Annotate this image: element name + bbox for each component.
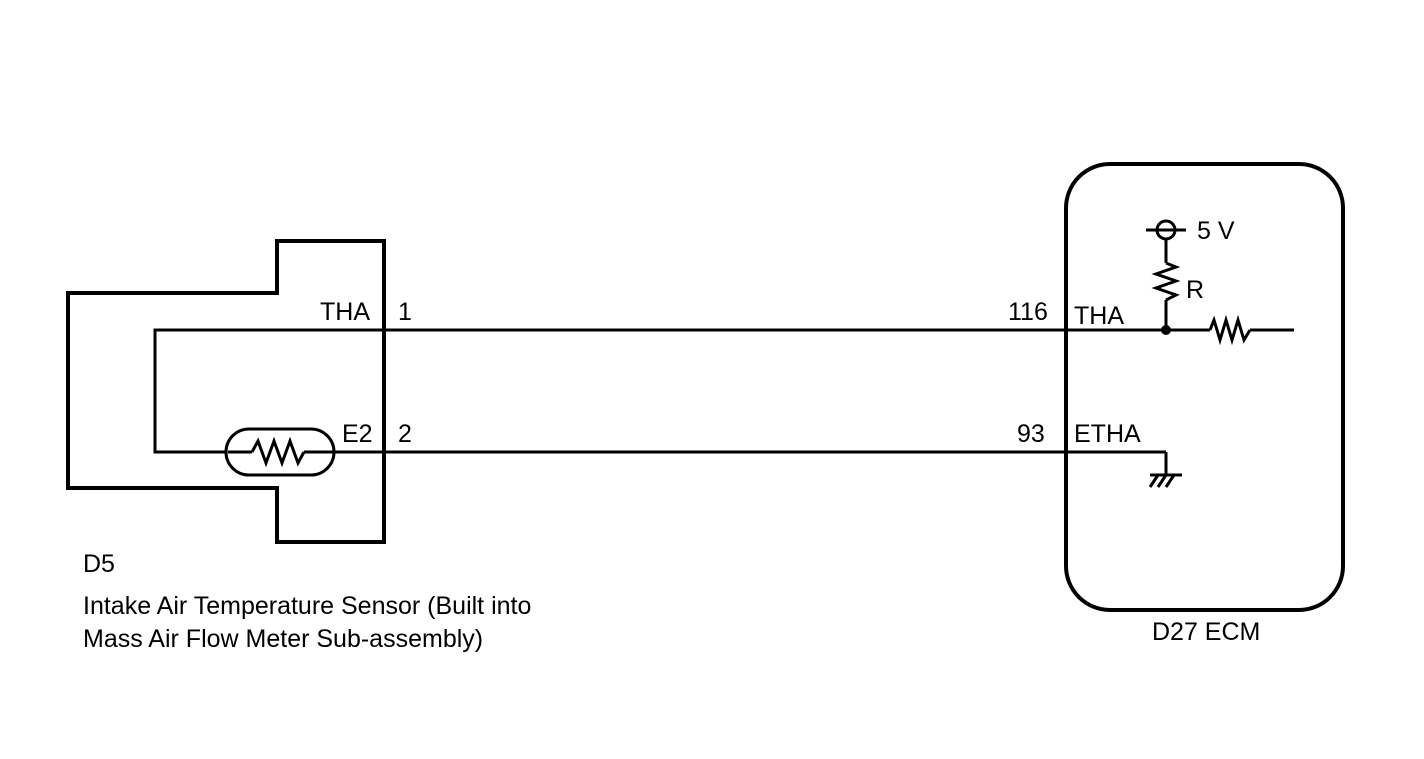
power-terminal-icon — [1146, 219, 1186, 241]
ecm-pin-thermo-name: THA — [1074, 302, 1124, 330]
thermistor-icon — [224, 427, 336, 477]
ecm-pin-ground-number: 93 — [1017, 420, 1045, 448]
sensor-housing — [66, 239, 386, 544]
pullup-resistor-label: R — [1186, 276, 1204, 304]
ecm-pin-ground-name: ETHA — [1074, 420, 1141, 448]
sensor-connector-id: D5 — [83, 550, 115, 578]
ecm-pin-thermo-number: 116 — [1008, 298, 1048, 326]
sensor-pin2-number: 2 — [398, 420, 412, 448]
sensor-pin1-number: 1 — [398, 298, 412, 326]
pullup-resistor-icon — [1151, 239, 1181, 330]
sensor-pin2-name: E2 — [342, 420, 373, 448]
ground-icon — [1148, 473, 1182, 488]
sensor-pin1-name: THA — [320, 298, 370, 326]
sensor-description-line2: Mass Air Flow Meter Sub-assembly) — [83, 625, 483, 653]
junction-dot — [1161, 325, 1171, 335]
resistor-icon — [1208, 314, 1252, 346]
ecm-internal-wiring — [1066, 328, 1294, 475]
supply-voltage-label: 5 V — [1197, 217, 1235, 245]
sensor-internal-wiring — [153, 328, 384, 454]
sensor-description-line1: Intake Air Temperature Sensor (Built int… — [83, 592, 531, 620]
ecm-housing — [1064, 162, 1345, 612]
ecm-caption: D27 ECM — [1152, 618, 1260, 646]
